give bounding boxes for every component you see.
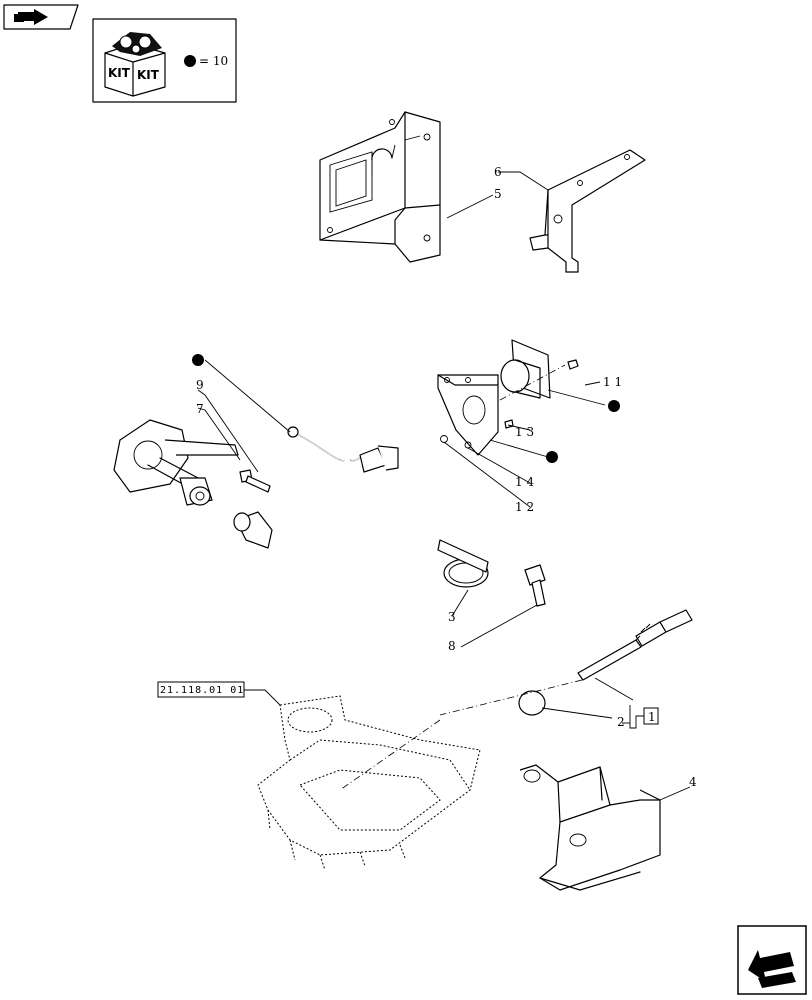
- o-ring-part-2: [518, 690, 546, 716]
- kit-legend-text: = 10: [199, 54, 228, 68]
- callout-1-box: 1: [643, 707, 659, 725]
- callout-11: 1 1: [603, 375, 622, 389]
- callout-1: 1: [648, 710, 656, 724]
- callout-2: 2: [617, 715, 625, 729]
- kit-label-right: KIT: [137, 68, 160, 82]
- bracket-part-4: [519, 764, 661, 891]
- callout-4: 4: [689, 775, 697, 789]
- kit-dot-icon: [184, 55, 196, 67]
- kit-dot-icon: [546, 451, 558, 463]
- wiring-harness-assembly: [113, 419, 399, 549]
- kit-package-icon: KIT KIT: [104, 32, 166, 97]
- callout-9: 9: [196, 378, 204, 392]
- reference-box[interactable]: 21.118.01 01: [157, 681, 245, 698]
- callout-14: 1 4: [515, 475, 534, 489]
- bracket-part-5: [319, 111, 441, 263]
- callout-13: 1 3: [515, 425, 534, 439]
- leader-lines: [197, 171, 691, 801]
- kit-dot-icon: [608, 400, 620, 412]
- kit-dot-icon: [192, 354, 204, 366]
- sensor-bracket-assembly: [437, 339, 579, 456]
- back-arrow-icon[interactable]: [3, 4, 79, 30]
- callout-5: 5: [494, 187, 502, 201]
- callout-12: 1 2: [515, 500, 534, 514]
- callout-3: 3: [448, 610, 456, 624]
- callout-7: 7: [196, 402, 204, 416]
- oil-pan-reference: [257, 679, 583, 871]
- kit-box: KIT KIT = 10: [92, 18, 237, 103]
- bolt-part-8: [524, 564, 546, 607]
- next-arrow-icon[interactable]: [737, 925, 807, 995]
- kit-label-left: KIT: [108, 66, 131, 80]
- strap-part-6: [529, 149, 646, 273]
- reference-label: 21.118.01 01: [160, 685, 244, 696]
- callout-8: 8: [448, 639, 456, 653]
- clamp-part-3: [437, 539, 489, 588]
- dipstick-tube-part-1: [577, 609, 693, 681]
- callout-6: 6: [494, 165, 502, 179]
